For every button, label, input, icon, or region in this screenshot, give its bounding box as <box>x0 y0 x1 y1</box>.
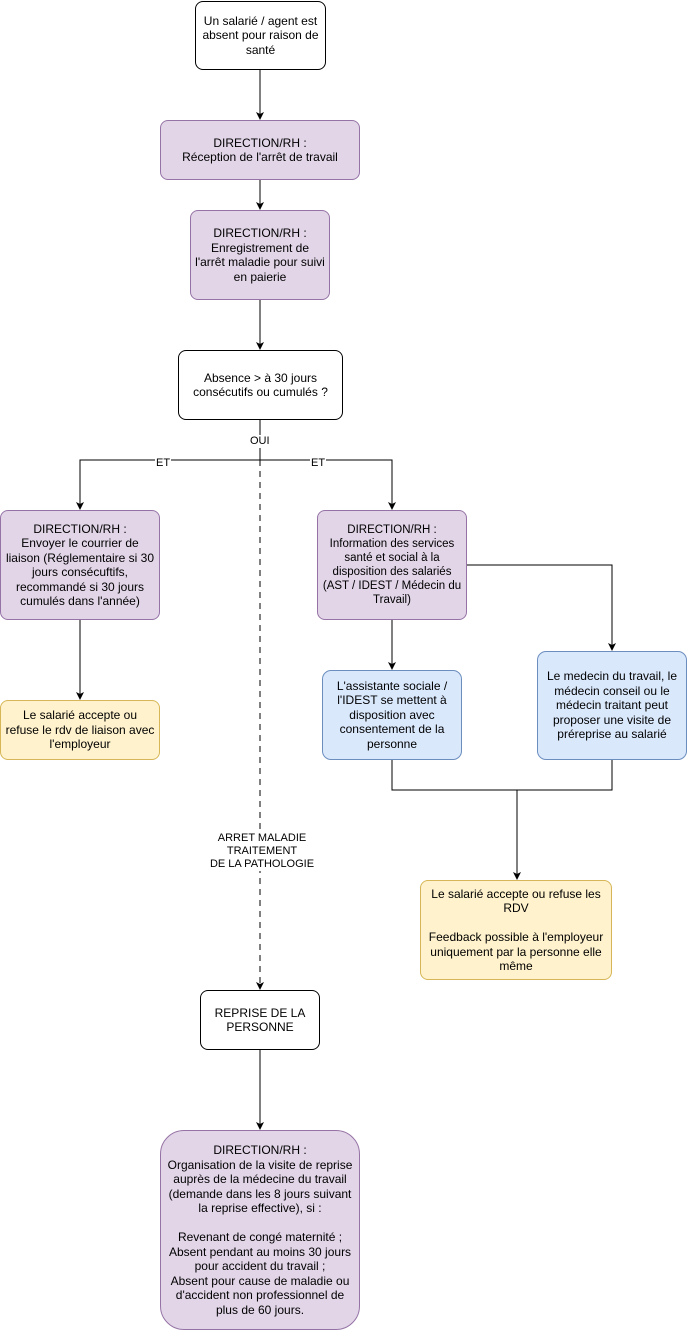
label-et-left: ET <box>155 457 172 470</box>
edge-information-medecin <box>467 564 616 651</box>
node-start-text: Un salarié / agent est absent pour raiso… <box>202 13 319 57</box>
node-organisation: DIRECTION/RH : Organisation de la visite… <box>160 1130 360 1330</box>
node-assistante: L'assistante sociale / l'IDEST se metten… <box>322 670 462 760</box>
edge-split-courrier <box>76 459 260 510</box>
node-courrier-text: DIRECTION/RH : Envoyer le courrier de li… <box>5 521 155 609</box>
node-reception-text: DIRECTION/RH : Réception de l'arrêt de t… <box>182 135 338 165</box>
node-decision-text: Absence > à 30 jours consécutifs ou cumu… <box>193 370 328 400</box>
node-decision: Absence > à 30 jours consécutifs ou cumu… <box>178 350 343 420</box>
edge-split-information <box>260 459 396 510</box>
label-arret-maladie: ARRET MALADIE TRAITEMENT DE LA PATHOLOGI… <box>205 832 319 871</box>
node-medecin: Le medecin du travail, le médecin consei… <box>537 651 687 760</box>
node-accepte-rdv-liaison-text: Le salarié accepte ou refuse le rdv de l… <box>5 708 155 752</box>
node-organisation-text: DIRECTION/RH : Organisation de la visite… <box>167 1143 353 1317</box>
node-accepte-rdv: Le salarié accepte ou refuse les RDV Fee… <box>420 880 612 980</box>
node-reprise: REPRISE DE LA PERSONNE <box>200 990 320 1050</box>
node-accepte-rdv-liaison: Le salarié accepte ou refuse le rdv de l… <box>0 700 160 760</box>
node-information-text: DIRECTION/RH : Information des services … <box>322 524 462 606</box>
node-enregistrement: DIRECTION/RH : Enregistrement de l'arrêt… <box>190 210 330 300</box>
node-reprise-text: REPRISE DE LA PERSONNE <box>214 1005 306 1035</box>
node-enregistrement-text: DIRECTION/RH : Enregistrement de l'arrêt… <box>195 226 325 284</box>
node-reception: DIRECTION/RH : Réception de l'arrêt de t… <box>160 120 360 180</box>
node-medecin-text: Le medecin du travail, le médecin consei… <box>546 669 678 742</box>
node-information: DIRECTION/RH : Information des services … <box>317 510 467 620</box>
node-accepte-rdv-text: Le salarié accepte ou refuse les RDV Fee… <box>428 886 604 974</box>
node-assistante-text: L'assistante sociale / l'IDEST se metten… <box>336 678 448 751</box>
label-oui: OUI <box>249 435 271 448</box>
node-start: Un salarié / agent est absent pour raiso… <box>195 1 326 70</box>
edge-assistante-merge <box>391 760 613 791</box>
node-courrier: DIRECTION/RH : Envoyer le courrier de li… <box>0 510 160 620</box>
label-et-right: ET <box>310 457 327 470</box>
